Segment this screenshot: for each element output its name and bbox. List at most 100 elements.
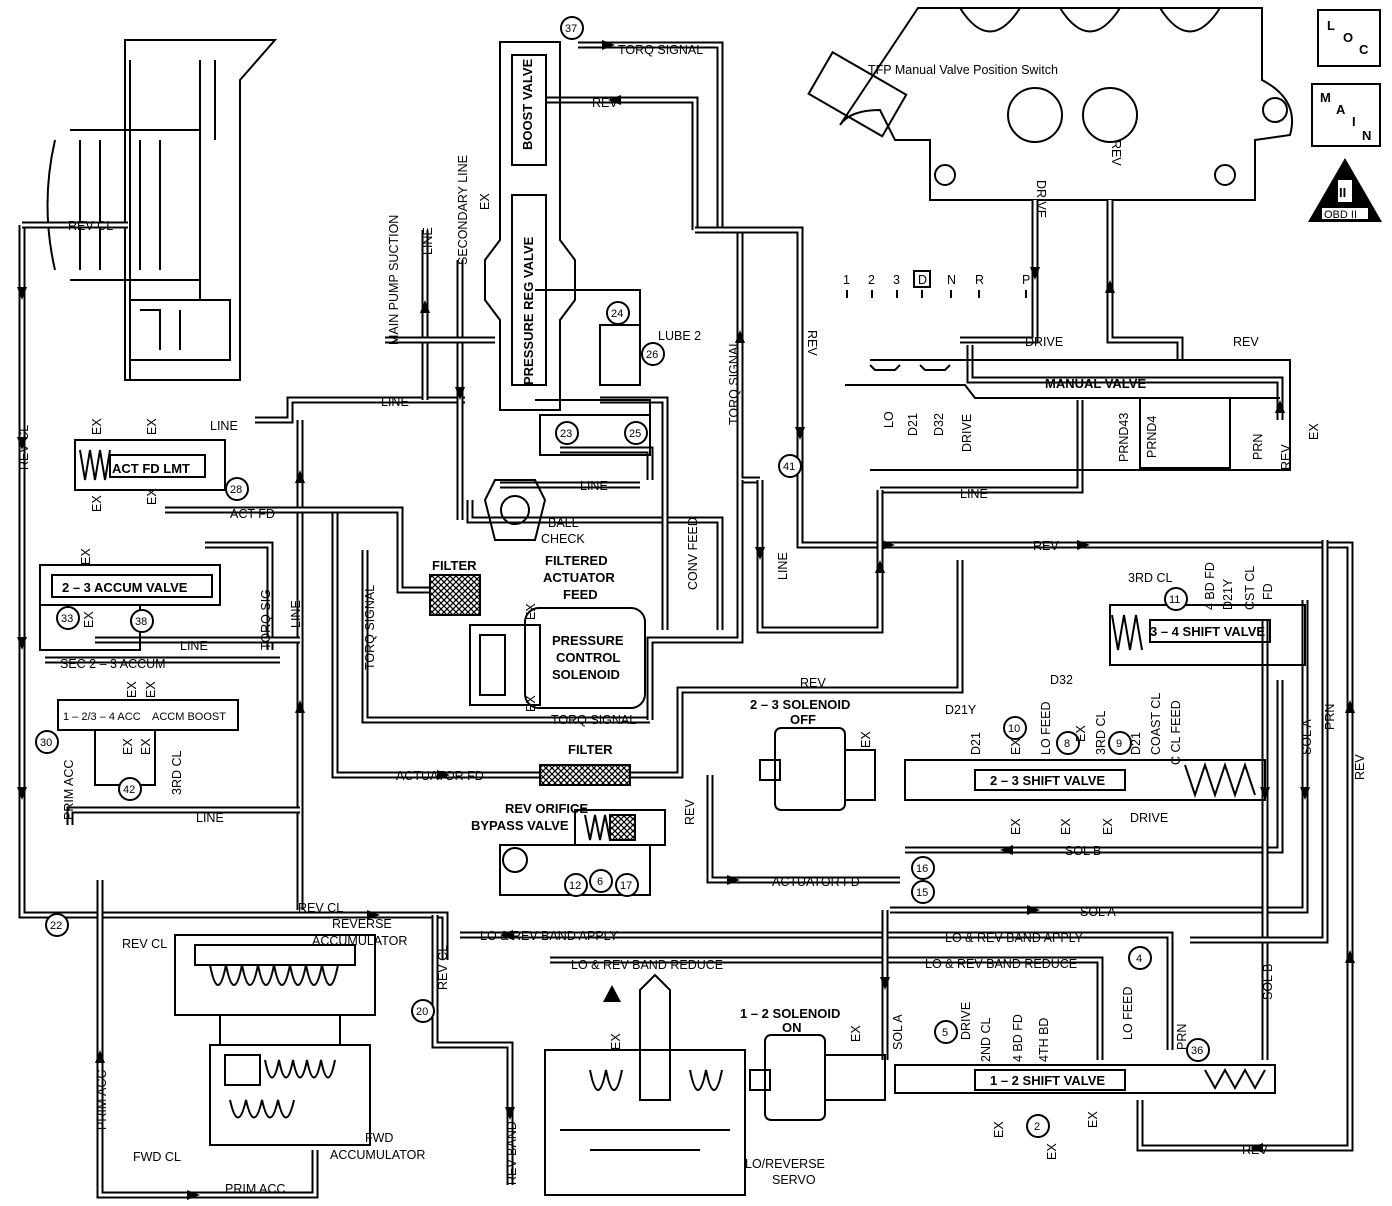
svg-text:2ND CL: 2ND CL — [979, 1017, 993, 1062]
filter-1: FILTER — [429, 558, 481, 616]
svg-text:LINE: LINE — [776, 552, 790, 580]
svg-text:REV CL: REV CL — [298, 901, 343, 915]
svg-text:DRIVE: DRIVE — [959, 1002, 973, 1040]
svg-text:2 – 3 SHIFT VALVE: 2 – 3 SHIFT VALVE — [990, 773, 1105, 788]
svg-text:EX: EX — [1009, 818, 1023, 835]
svg-text:LUBE 2: LUBE 2 — [658, 329, 701, 343]
svg-text:LO & REV BAND REDUCE: LO & REV BAND REDUCE — [571, 958, 723, 972]
rev-orifice-bypass-valve — [499, 809, 666, 896]
diagram-labels: TORQ SIGNAL REV EX MAIN PUMP SUCTION LIN… — [17, 43, 1367, 1196]
svg-text:DRIVE: DRIVE — [960, 414, 974, 452]
svg-text:EX: EX — [1009, 738, 1023, 755]
svg-text:LO/REVERSE: LO/REVERSE — [745, 1157, 825, 1171]
svg-text:D21: D21 — [906, 413, 920, 436]
svg-text:REV: REV — [1233, 335, 1259, 349]
svg-text:REV ORIFICE: REV ORIFICE — [505, 801, 588, 816]
svg-text:PRIM ACC: PRIM ACC — [95, 1070, 109, 1130]
svg-text:REV: REV — [805, 330, 819, 356]
svg-text:FWD CL: FWD CL — [133, 1150, 181, 1164]
svg-text:3RD CL: 3RD CL — [170, 750, 184, 795]
svg-text:EX: EX — [849, 1025, 863, 1042]
ball-11: 11 — [1169, 594, 1180, 606]
svg-text:EX: EX — [145, 488, 159, 505]
svg-text:REV: REV — [1033, 539, 1059, 553]
svg-text:OBD II: OBD II — [1324, 209, 1357, 221]
pressure-regulator-valve: BOOST VALVE PRESSURE REG VALVE — [483, 41, 651, 541]
svg-text:TORQ SIGNAL: TORQ SIGNAL — [551, 713, 636, 727]
svg-text:LINE: LINE — [421, 227, 435, 255]
svg-text:ACCUMULATOR: ACCUMULATOR — [312, 934, 407, 948]
ball-36: 36 — [1191, 1045, 1203, 1057]
svg-text:DRIVE: DRIVE — [1130, 811, 1168, 825]
label-rev-top: REV — [592, 96, 618, 110]
svg-text:D32: D32 — [1050, 673, 1073, 687]
svg-text:ACTUATOR FD: ACTUATOR FD — [772, 875, 860, 889]
ball-23: 23 — [560, 428, 572, 440]
svg-text:REV CL: REV CL — [122, 937, 167, 951]
filter-2: FILTER — [539, 742, 631, 786]
svg-text:SOL B: SOL B — [1065, 844, 1101, 858]
svg-text:FD: FD — [1261, 583, 1275, 600]
svg-text:C: C — [1359, 42, 1369, 57]
svg-text:EX: EX — [121, 738, 135, 755]
svg-text:P: P — [1022, 273, 1030, 287]
svg-text:DRIVE: DRIVE — [1034, 180, 1048, 218]
svg-text:SOL A: SOL A — [891, 1014, 905, 1050]
svg-text:ACT FD: ACT FD — [230, 507, 275, 521]
svg-text:CST CL: CST CL — [1243, 566, 1257, 610]
shift-valve-23: 2 – 3 SHIFT VALVE — [904, 759, 1266, 801]
svg-text:DRIVE: DRIVE — [1025, 335, 1063, 349]
svg-text:PRESSURE: PRESSURE — [552, 633, 624, 648]
check-balls: 37 24 26 23 25 28 41 33 38 30 42 22 20 1… — [35, 16, 1210, 1138]
svg-text:REVERSE: REVERSE — [332, 917, 392, 931]
ball-38: 38 — [135, 616, 147, 628]
ball-9: 9 — [1116, 738, 1122, 750]
svg-text:REV CL: REV CL — [17, 425, 31, 470]
svg-text:REV: REV — [1109, 140, 1123, 166]
svg-text:EX: EX — [90, 495, 104, 512]
svg-text:EX: EX — [144, 681, 158, 698]
svg-text:COAST CL: COAST CL — [1149, 693, 1163, 755]
ball-30: 30 — [40, 737, 52, 749]
svg-text:EX: EX — [859, 731, 873, 748]
svg-text:PRESSURE REG VALVE: PRESSURE REG VALVE — [521, 236, 536, 385]
svg-text:EX: EX — [1045, 1143, 1059, 1160]
svg-text:EX: EX — [1307, 423, 1321, 440]
tfp-switch-label: TFP Manual Valve Position Switch — [868, 63, 1058, 77]
svg-text:SOL B: SOL B — [1261, 964, 1275, 1000]
solenoid-12: 1 – 2 SOLENOID ON — [740, 1006, 886, 1121]
svg-text:3: 3 — [893, 273, 900, 287]
svg-text:PRN: PRN — [1175, 1024, 1189, 1050]
svg-text:REV: REV — [1279, 444, 1293, 470]
svg-text:C CL FEED: C CL FEED — [1169, 700, 1183, 765]
tfp-switch: TFP Manual Valve Position Switch — [807, 7, 1294, 201]
ball-41: 41 — [783, 461, 795, 473]
svg-text:EX: EX — [82, 611, 96, 628]
svg-text:SOLENOID: SOLENOID — [552, 667, 620, 682]
ball-4: 4 — [1136, 953, 1142, 965]
svg-text:REV: REV — [800, 676, 826, 690]
act-fd-lmt-valve: ACT FD LMT — [74, 439, 226, 491]
accum-23-valve: 2 – 3 ACCUM VALVE — [39, 564, 221, 651]
ball-16: 16 — [916, 863, 928, 875]
svg-text:LINE: LINE — [196, 811, 224, 825]
svg-text:PRIM ACC: PRIM ACC — [225, 1182, 285, 1196]
ball-26: 26 — [646, 349, 658, 361]
ball-37: 37 — [565, 23, 577, 35]
svg-text:CONTROL: CONTROL — [556, 650, 620, 665]
svg-text:EX: EX — [1074, 725, 1088, 742]
label-torq-signal-top: TORQ SIGNAL — [618, 43, 703, 57]
svg-text:4TH BD: 4TH BD — [1037, 1018, 1051, 1062]
svg-text:TORQ SIGNAL: TORQ SIGNAL — [363, 585, 377, 670]
svg-text:EX: EX — [79, 548, 93, 565]
svg-text:LINE: LINE — [381, 395, 409, 409]
svg-text:II: II — [1339, 185, 1346, 200]
svg-text:ACCM BOOST: ACCM BOOST — [152, 711, 226, 723]
svg-text:EX: EX — [1101, 818, 1115, 835]
svg-text:FWD: FWD — [365, 1131, 393, 1145]
svg-text:LO & REV BAND APPLY: LO & REV BAND APPLY — [480, 929, 619, 943]
ball-15: 15 — [916, 887, 928, 899]
svg-text:PRIM ACC: PRIM ACC — [62, 760, 76, 820]
svg-text:TORQ SIGNAL: TORQ SIGNAL — [727, 340, 741, 425]
ball-22: 22 — [50, 920, 62, 932]
